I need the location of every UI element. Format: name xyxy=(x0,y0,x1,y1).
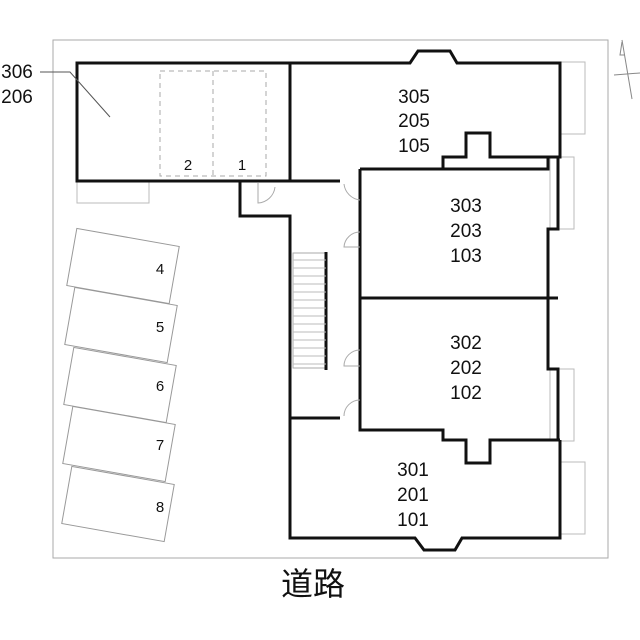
staircase xyxy=(292,252,328,370)
unit-label: 203 xyxy=(450,221,482,242)
balcony xyxy=(560,461,586,535)
leader-line xyxy=(40,71,111,118)
parking-label: 7 xyxy=(156,437,164,454)
unit-label: 302 xyxy=(450,333,482,354)
unit-label: 101 xyxy=(397,510,429,531)
balcony xyxy=(76,180,150,204)
unit-label: 301 xyxy=(397,460,429,481)
unit-label: 105 xyxy=(398,136,430,157)
unit-305 xyxy=(290,49,562,171)
parking-space-7 xyxy=(62,405,176,483)
unit-302-303 xyxy=(358,169,560,465)
unit-label: 102 xyxy=(450,383,482,404)
corridor-wall xyxy=(238,179,292,418)
unit-label: 305 xyxy=(398,87,430,108)
parking-label: 8 xyxy=(156,499,164,516)
unit-label: 205 xyxy=(398,111,430,132)
parking-space-8 xyxy=(61,465,175,543)
parking-label: 4 xyxy=(156,261,164,278)
balcony xyxy=(549,368,575,442)
unit-label: 202 xyxy=(450,358,482,379)
parking-label: 5 xyxy=(156,319,164,336)
unit-label: 206 xyxy=(1,87,33,108)
unit-label: 201 xyxy=(397,485,429,506)
parking-space-5 xyxy=(64,286,178,364)
north-arrow-icon xyxy=(613,39,640,100)
unit-301 xyxy=(288,418,562,552)
unit-label: 103 xyxy=(450,246,482,267)
parking-label: 1 xyxy=(238,157,246,174)
door-icons xyxy=(257,183,361,417)
balcony xyxy=(549,156,575,230)
parking-label: 2 xyxy=(184,157,192,174)
unit-label: 306 xyxy=(1,62,33,83)
balcony xyxy=(560,61,586,135)
parking-label: 6 xyxy=(156,378,164,395)
site-boundary xyxy=(52,39,609,559)
carport-area xyxy=(159,70,267,177)
unit-label: 303 xyxy=(450,196,482,217)
road-label: 道路 xyxy=(281,565,345,603)
